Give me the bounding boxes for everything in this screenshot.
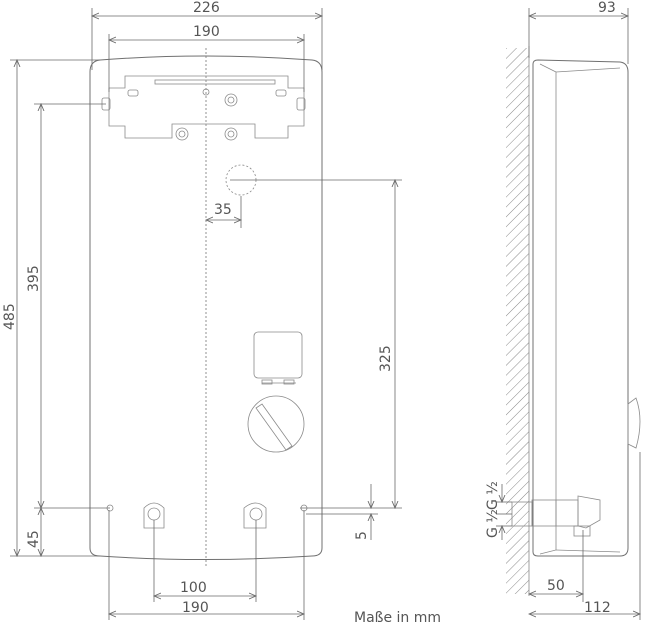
wall-hatch — [506, 48, 529, 594]
dim-bottom-gap: 45 — [26, 530, 42, 548]
control-knob — [247, 395, 305, 453]
dim-width-mount: 190 — [193, 24, 220, 40]
dim-depth: 93 — [598, 0, 616, 16]
side-housing — [532, 59, 629, 557]
side-knob — [627, 397, 641, 449]
units-note: Maße in mm — [354, 610, 441, 624]
dim-thread-b: G ½ — [485, 509, 501, 538]
dim-thread-a: G ½ — [485, 481, 501, 510]
front-housing — [89, 55, 323, 560]
dim-height-mount: 395 — [26, 265, 42, 292]
side-view: G ½ G ½ 93 50 112 — [485, 0, 640, 620]
dim-depth-total: 112 — [584, 600, 611, 616]
dim-height-total: 485 — [2, 303, 18, 330]
dim-width-total: 226 — [193, 0, 220, 16]
dim-height-pipe: 325 — [378, 345, 394, 372]
dim-conn-depth: 50 — [547, 578, 565, 594]
dim-offset-pipe: 35 — [214, 202, 232, 218]
dim-conn-spacing: 100 — [180, 580, 207, 596]
front-view: 226 190 485 395 45 35 325 5 — [2, 0, 402, 620]
display-panel — [253, 331, 303, 385]
dim-small-gap: 5 — [354, 531, 370, 540]
dim-bottom-width: 190 — [182, 600, 209, 616]
